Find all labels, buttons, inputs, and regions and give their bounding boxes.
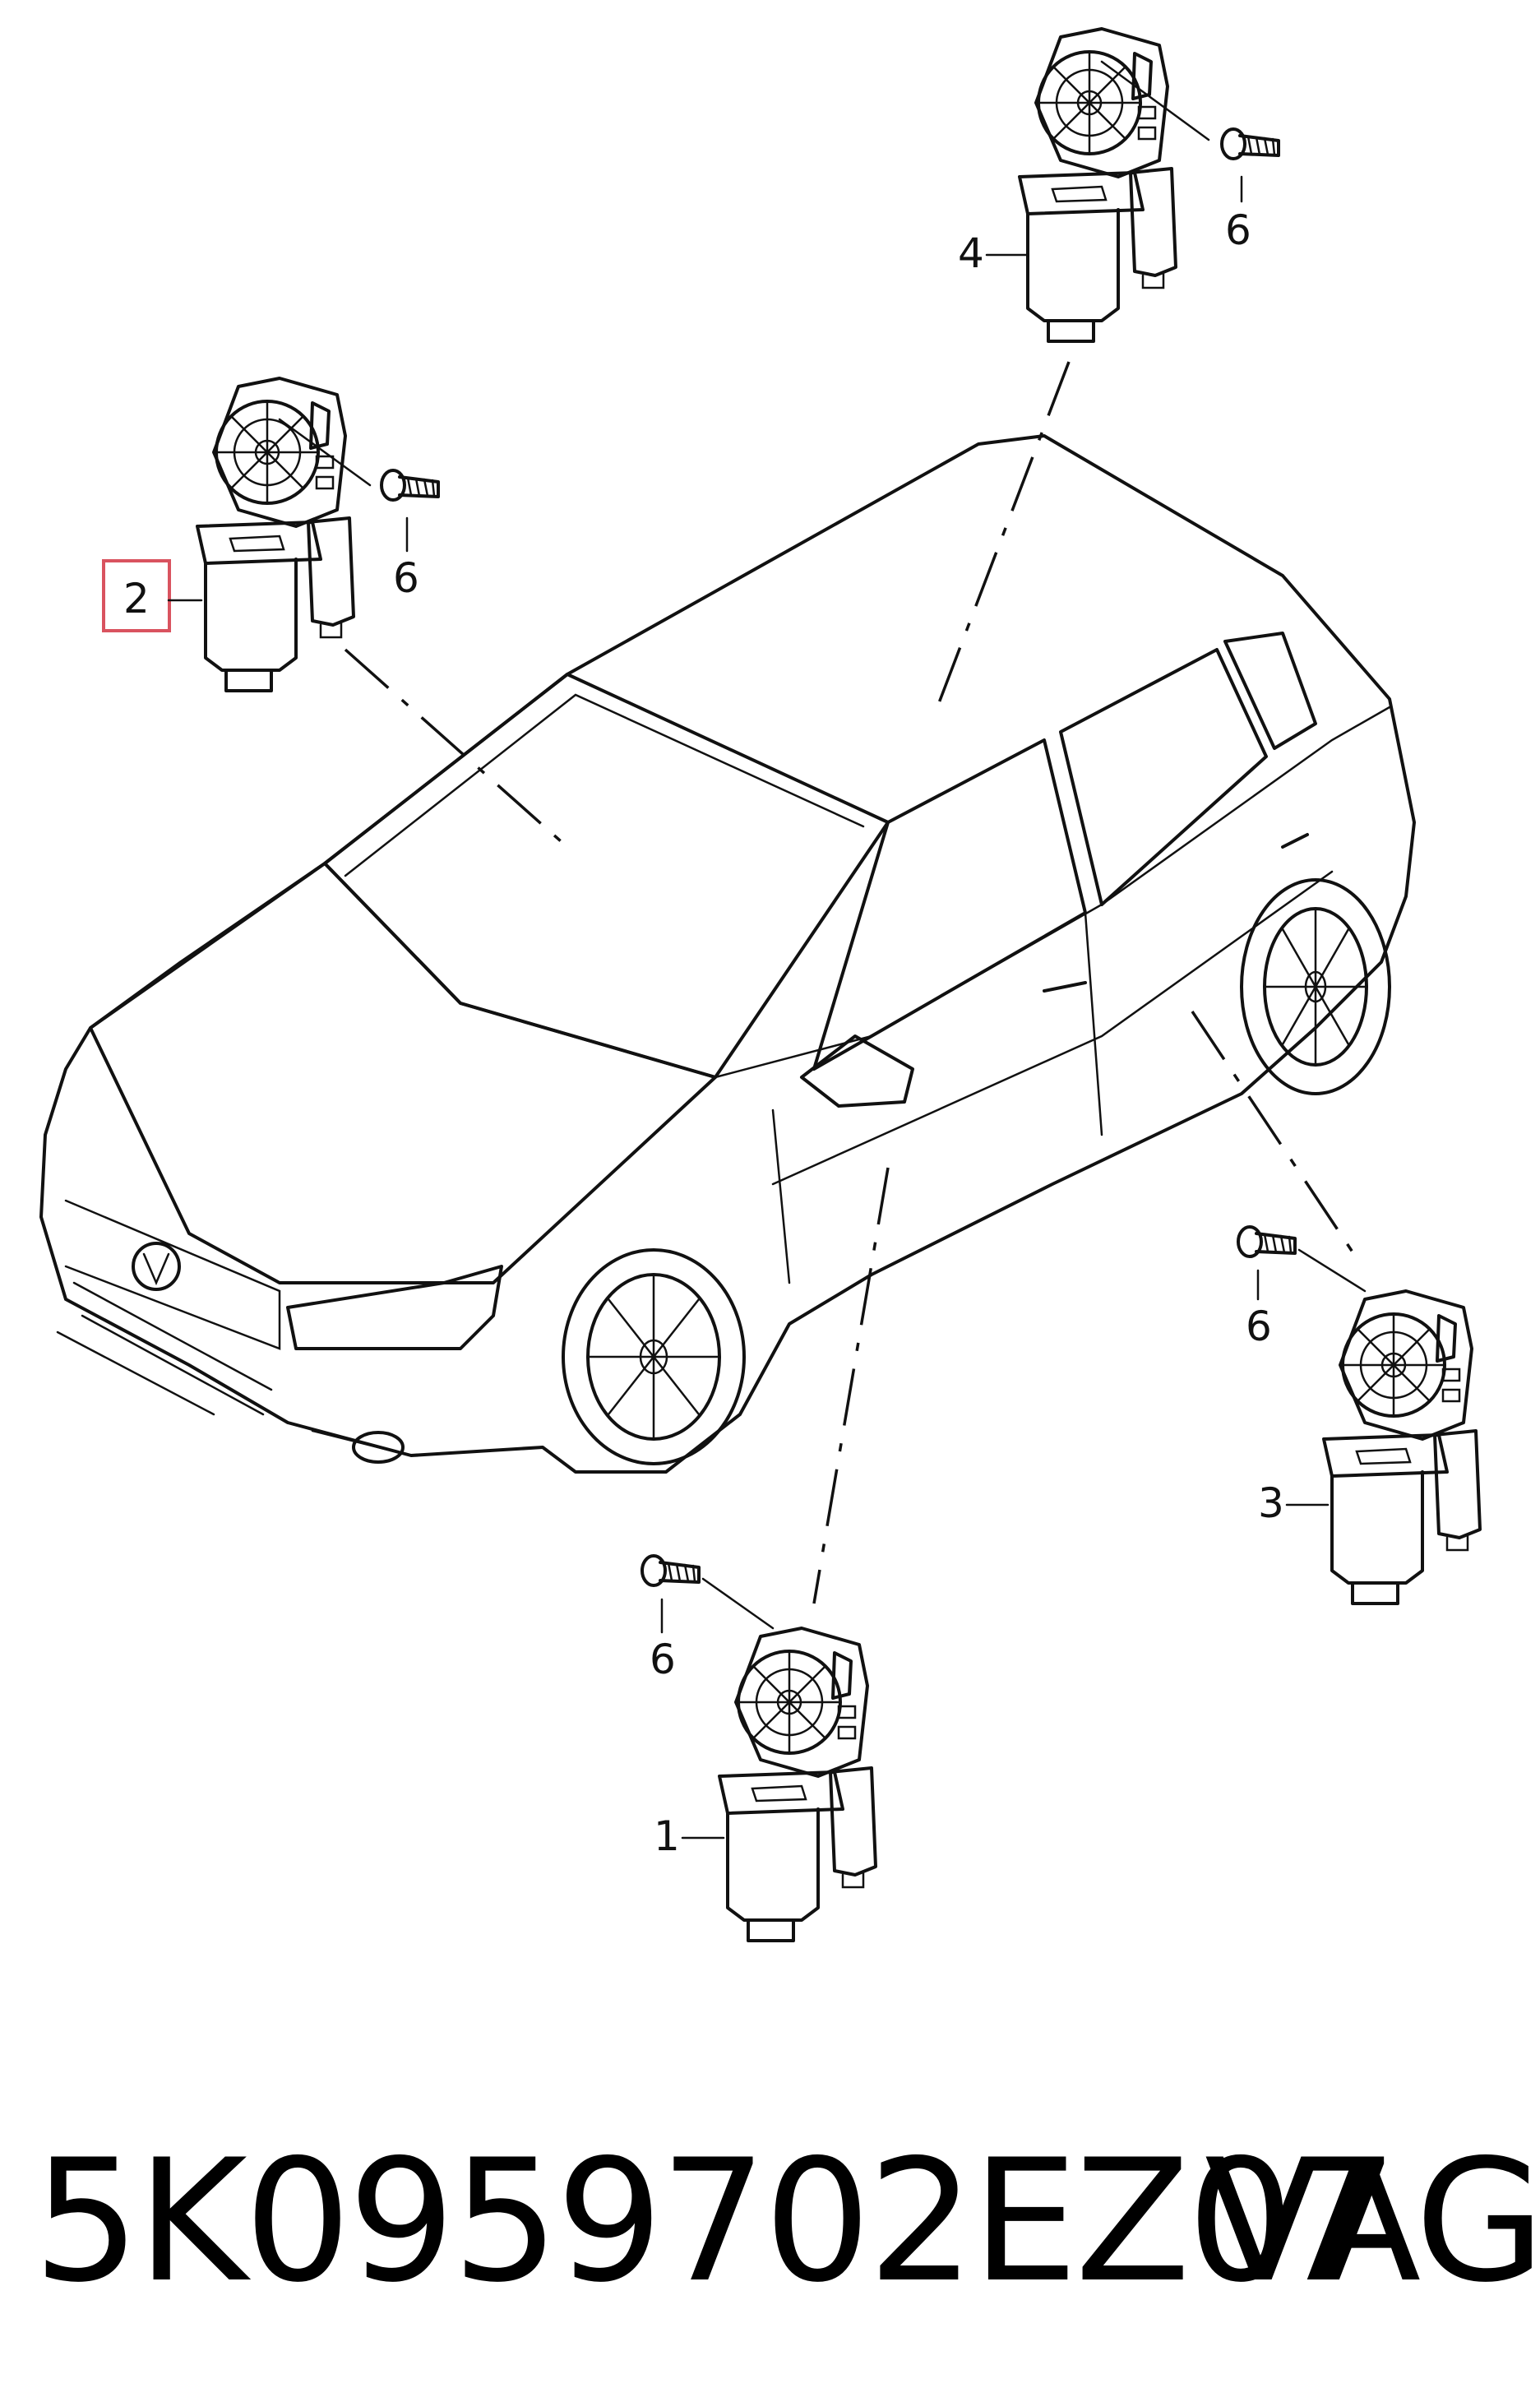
callout-4: 4	[958, 229, 984, 277]
screw-6-rear-right[interactable]	[1237, 1225, 1297, 1258]
brand-label: VAG	[1205, 2124, 1540, 2320]
highlight-box	[102, 559, 171, 632]
callout-6-front-right: 6	[650, 1636, 676, 1683]
callout-6-front-left: 6	[393, 554, 419, 602]
screw-6-front-right[interactable]	[641, 1554, 701, 1587]
callout-2: 2	[123, 575, 150, 622]
window-motor-3[interactable]	[1322, 1289, 1482, 1605]
rear-wheel	[1240, 878, 1391, 1095]
window-motor-1[interactable]	[718, 1627, 877, 1942]
screw-6-rear-left[interactable]	[1220, 127, 1280, 160]
motor-2-bolt-line	[278, 418, 372, 487]
front-wheel	[562, 1248, 746, 1465]
callout-6-rear-left: 6	[1225, 206, 1251, 254]
car-illustration	[39, 434, 1416, 1474]
callout-3: 3	[1258, 1479, 1284, 1527]
leader-lines	[344, 361, 1358, 1604]
part-number: 5K0959702EZ07	[33, 2124, 1399, 2320]
window-motor-2[interactable]	[196, 377, 355, 692]
callout-1: 1	[654, 1812, 680, 1860]
screw-6-front-left[interactable]	[380, 469, 440, 502]
callout-6-rear-right: 6	[1246, 1303, 1272, 1350]
window-motor-4[interactable]	[1018, 27, 1177, 343]
